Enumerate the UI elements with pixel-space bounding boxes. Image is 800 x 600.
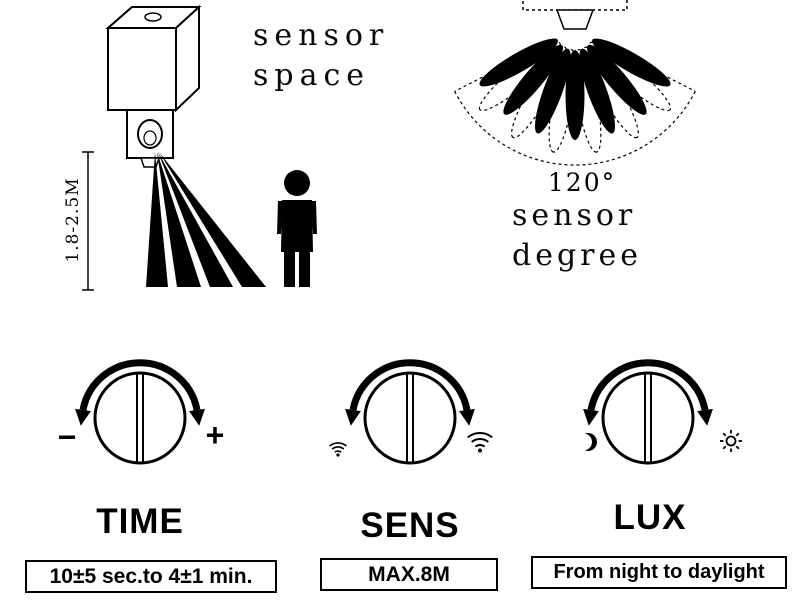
- rotation-arrow-right-head: [697, 408, 713, 426]
- sens-range-box: MAX.8M: [320, 558, 498, 591]
- height-dimension-line: [82, 151, 94, 291]
- detection-beams: [146, 152, 266, 287]
- lux-dial-knob: [583, 359, 713, 465]
- sensor-device: [105, 4, 202, 168]
- sens-dial-knob: [345, 359, 475, 465]
- rotation-arrow-left-head: [75, 408, 91, 426]
- time-dial-knob: [75, 359, 205, 465]
- sensor-space-caption: sensor space: [253, 16, 389, 96]
- sensor-degree-caption: sensor degree: [512, 196, 642, 276]
- weak-waves-icon: [329, 442, 347, 457]
- moon-icon: [575, 433, 597, 451]
- caption-line: sensor: [512, 198, 637, 233]
- time-min-symbol: −: [57, 419, 77, 455]
- caption-line: space: [253, 58, 371, 93]
- time-range-box: 10±5 sec.to 4±1 min.: [25, 560, 277, 593]
- rotation-arrow-left-head: [345, 408, 361, 426]
- knob-circle: [363, 371, 457, 465]
- lux-range-box: From night to daylight: [531, 556, 787, 589]
- knob-circle: [93, 371, 187, 465]
- sensor-space-diagram: [82, 4, 317, 291]
- strong-waves-icon: [467, 431, 493, 453]
- rotation-arrow-left-head: [583, 408, 599, 426]
- sens-dial-label: SENS: [360, 506, 460, 545]
- sensor-degree-diagram: [454, 0, 696, 166]
- sun-icon: [720, 430, 742, 452]
- sensor-housing-outline: [522, 0, 628, 11]
- caption-line: degree: [512, 238, 643, 273]
- angle-label: 120°: [547, 168, 617, 197]
- beam-petals: [479, 38, 671, 140]
- time-max-symbol: +: [205, 417, 225, 453]
- rotation-arrow-arc: [79, 359, 201, 411]
- rotation-arrow-arc: [587, 359, 709, 411]
- person-figure: [277, 170, 317, 287]
- rotation-arrow-arc: [349, 359, 471, 411]
- mount-height-label: 1.8-2.5M: [63, 177, 83, 263]
- caption-line: sensor: [253, 18, 390, 53]
- knob-circle: [601, 371, 695, 465]
- sensor-head: [555, 9, 595, 30]
- lux-dial-label: LUX: [613, 498, 687, 537]
- rotation-arrow-right-head: [189, 408, 205, 426]
- time-dial-label: TIME: [96, 502, 184, 541]
- rotation-arrow-right-head: [459, 408, 475, 426]
